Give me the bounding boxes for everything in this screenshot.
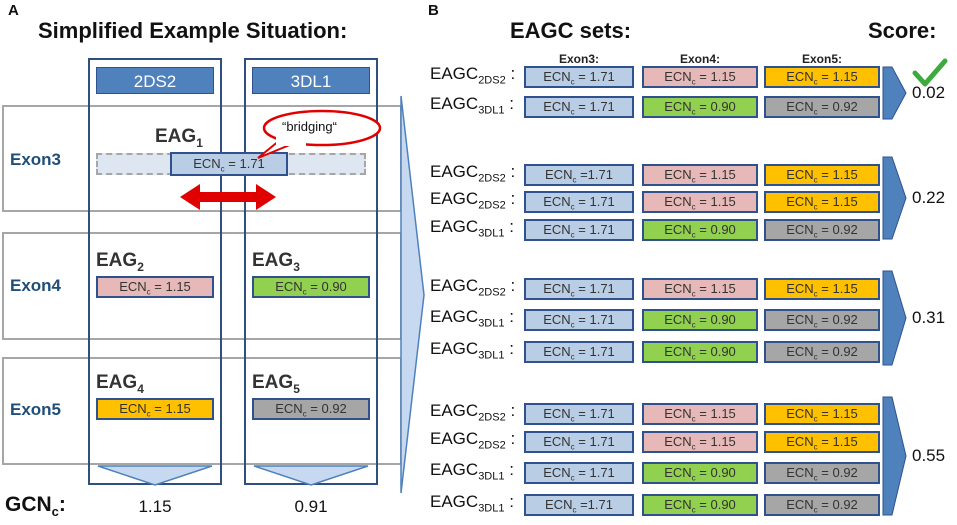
gcn-down-arrow-2ds2 <box>97 465 213 486</box>
exon-label-5: Exon5 <box>10 400 62 419</box>
ecn-cell: ECNc = 1.15 <box>642 164 758 186</box>
set-name: EAGC3DL1 : <box>430 307 514 330</box>
ecn-cell: ECNc = 0.90 <box>642 96 758 118</box>
ecn-cell: ECNc = 1.15 <box>764 164 880 186</box>
ecn-cell: ECNc = 1.15 <box>764 278 880 300</box>
eag-4-value: ECNc = 1.15 <box>96 398 214 420</box>
ecn-cell: ECNc = 1.71 <box>524 431 634 453</box>
column-header-exon3: Exon3: <box>558 52 599 66</box>
ecn-cell: ECNc = 1.71 <box>524 96 634 118</box>
gcn-value-2ds2: 1.15 <box>138 497 172 516</box>
eag-1-value: ECNc = 1.71 <box>170 152 288 176</box>
ecn-cell: ECNc = 1.71 <box>524 219 634 241</box>
exon-label-4: Exon4 <box>10 276 62 295</box>
ecn-cell: ECNc = 1.15 <box>764 403 880 425</box>
ecn-cell: ECNc = 1.15 <box>642 403 758 425</box>
eag-3-value: ECNc = 0.90 <box>252 276 370 298</box>
set-name: EAGC2DS2 : <box>430 276 516 299</box>
exon-label-3: Exon3 <box>10 150 62 169</box>
set-name: EAGC3DL1 : <box>430 460 514 483</box>
gcn-down-arrow-3dl1 <box>253 465 369 486</box>
ecn-cell: ECNc =1.71 <box>524 164 634 186</box>
panel-a-title: Simplified Example Situation: <box>38 18 348 43</box>
gene-header-3dl1: 3DL1 <box>252 67 370 94</box>
eag-4-label: EAG4 <box>96 372 144 396</box>
set-name: EAGC3DL1 : <box>430 339 514 362</box>
score-value: 0.55 <box>912 446 946 465</box>
set-name: EAGC3DL1 : <box>430 217 514 240</box>
ecn-cell: ECNc = 1.15 <box>642 66 758 88</box>
eag-3-label: EAG3 <box>252 250 300 274</box>
ecn-cell: ECNc = 1.15 <box>764 66 880 88</box>
ecn-cell: ECNc = 0.90 <box>642 219 758 241</box>
set-name: EAGC3DL1 : <box>430 94 514 117</box>
score-value: 0.31 <box>912 308 946 327</box>
ecn-cell: ECNc = 0.90 <box>642 341 758 363</box>
panel-a-letter: A <box>8 2 19 19</box>
ecn-cell: ECNc = 0.90 <box>642 309 758 331</box>
ecn-cell: ECNc = 0.92 <box>764 494 880 516</box>
ecn-cell: ECNc = 0.92 <box>764 309 880 331</box>
set-name: EAGC2DS2 : <box>430 162 516 185</box>
ecn-cell: ECNc = 0.90 <box>642 494 758 516</box>
ecn-cell: ECNc = 1.71 <box>524 462 634 484</box>
score-arrow <box>882 396 907 516</box>
ecn-cell: ECNc = 1.71 <box>524 66 634 88</box>
ecn-cell: ECNc = 1.71 <box>524 191 634 213</box>
ecn-cell: ECNc =1.71 <box>524 494 634 516</box>
ecn-cell: ECNc = 1.71 <box>524 403 634 425</box>
score-arrow <box>882 270 907 366</box>
checkmark-icon <box>912 58 948 87</box>
score-value: 0.02 <box>912 83 946 102</box>
set-name: EAGC3DL1 : <box>430 492 514 515</box>
score-arrow <box>882 66 907 120</box>
bridging-callout <box>257 109 382 159</box>
ecn-cell: ECNc = 0.92 <box>764 462 880 484</box>
score-title: Score: <box>868 18 937 43</box>
panel-b-letter: B <box>428 2 439 19</box>
panel-b-title: EAGC sets: <box>510 18 632 43</box>
ecn-cell: ECNc = 0.92 <box>764 341 880 363</box>
ecn-cell: ECNc = 1.71 <box>524 341 634 363</box>
gcn-value-3dl1: 0.91 <box>294 497 328 516</box>
set-name: EAGC2DS2 : <box>430 64 516 87</box>
gcn-label: GCNc: <box>5 493 66 520</box>
ecn-cell: ECNc = 1.15 <box>642 191 758 213</box>
eag-2-value: ECNc = 1.15 <box>96 276 214 298</box>
column-header-exon5: Exon5: <box>801 52 842 66</box>
eag-5-value: ECNc = 0.92 <box>252 398 370 420</box>
set-name: EAGC2DS2 : <box>430 189 516 212</box>
column-header-exon4: Exon4: <box>679 52 720 66</box>
ecn-cell: ECNc = 1.71 <box>524 309 634 331</box>
eag-1-label: EAG1 <box>155 126 203 150</box>
eag-5-label: EAG5 <box>252 372 300 396</box>
ecn-cell: ECNc = 1.15 <box>764 191 880 213</box>
score-arrow <box>882 156 907 240</box>
score-value: 0.22 <box>912 188 946 207</box>
ecn-cell: ECNc = 1.15 <box>642 431 758 453</box>
eag-2-label: EAG2 <box>96 250 144 274</box>
ecn-cell: ECNc = 1.15 <box>764 431 880 453</box>
set-name: EAGC2DS2 : <box>430 429 516 452</box>
bridging-label: “bridging“ <box>282 119 337 134</box>
transition-arrow <box>400 95 425 494</box>
set-name: EAGC2DS2 : <box>430 401 516 424</box>
bridging-double-arrow <box>180 184 276 210</box>
ecn-cell: ECNc = 0.92 <box>764 96 880 118</box>
ecn-cell: ECNc = 0.92 <box>764 219 880 241</box>
ecn-cell: ECNc = 1.71 <box>524 278 634 300</box>
gene-header-2ds2: 2DS2 <box>96 67 214 94</box>
ecn-cell: ECNc = 0.90 <box>642 462 758 484</box>
ecn-cell: ECNc = 1.15 <box>642 278 758 300</box>
